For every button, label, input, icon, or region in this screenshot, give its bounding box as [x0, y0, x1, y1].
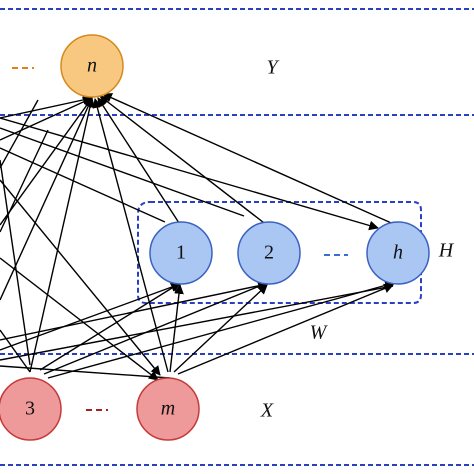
input-node-3-label: 3	[25, 398, 35, 420]
input-layer-label: X	[260, 400, 274, 422]
edge	[0, 97, 93, 226]
edge	[0, 129, 49, 233]
hidden-node-2-label: 2	[264, 242, 274, 264]
hidden-node-2	[237, 221, 301, 285]
hidden-node-1-label: 1	[176, 242, 186, 264]
edge	[0, 282, 181, 351]
hidden-node-h	[366, 221, 430, 285]
output-node-n-label: n	[87, 55, 97, 77]
hidden-layer: 1 2 h H	[149, 221, 455, 285]
edge	[0, 365, 171, 379]
edge	[0, 285, 394, 361]
hidden-layer-label: H	[438, 240, 455, 262]
edge	[97, 97, 182, 227]
edge	[169, 284, 184, 373]
edge	[92, 98, 169, 373]
input-node-3	[0, 377, 62, 441]
edge	[0, 283, 268, 341]
output-layer: n Y	[12, 34, 279, 98]
edge	[0, 97, 93, 301]
edge	[29, 97, 95, 373]
edge	[0, 329, 31, 373]
edge	[0, 99, 39, 169]
edge	[0, 127, 245, 217]
connection-edges	[0, 93, 399, 381]
edge	[0, 159, 31, 366]
edge	[39, 282, 181, 371]
output-layer-label: Y	[266, 57, 279, 79]
edge	[173, 284, 268, 373]
edge	[47, 280, 395, 379]
edge	[102, 93, 399, 227]
edge	[0, 117, 379, 231]
edge	[177, 283, 394, 375]
edge	[0, 95, 93, 119]
edge	[0, 147, 166, 223]
output-node-n	[60, 34, 124, 98]
hidden-node-1	[149, 221, 213, 285]
edge	[0, 257, 159, 381]
edge	[99, 95, 269, 227]
input-layer: 3 m X	[0, 377, 274, 441]
input-node-m-label: m	[161, 398, 175, 420]
edge	[0, 179, 161, 376]
edge	[43, 281, 268, 375]
hidden-node-h-label: h	[393, 242, 403, 264]
weights-label: W	[310, 322, 329, 344]
input-node-m	[136, 377, 200, 441]
